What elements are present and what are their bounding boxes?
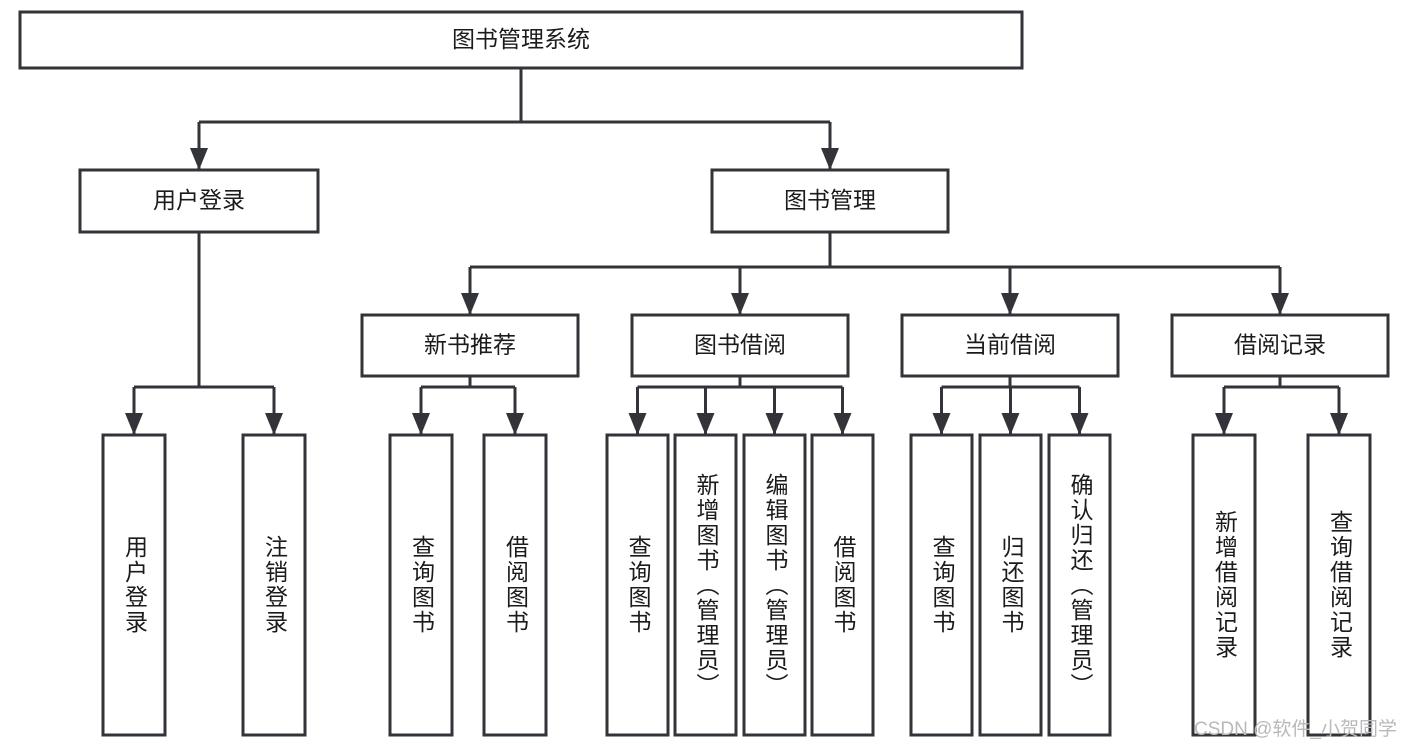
arrow-head-icon: [821, 148, 839, 170]
arrow-head-icon: [696, 413, 715, 435]
arrow-head-icon: [1215, 413, 1233, 435]
node-label-login: 用户登录: [153, 187, 245, 213]
arrow-head-icon: [1001, 293, 1019, 315]
edges-layer: [125, 68, 1348, 435]
arrow-head-icon: [125, 413, 143, 435]
node-label-borrow: 图书借阅: [694, 332, 786, 358]
node-box-leaf-3[interactable]: [388, 433, 454, 737]
node-label-newbook: 新书推荐: [424, 332, 516, 358]
arrow-head-icon: [932, 413, 951, 435]
node-label-record: 借阅记录: [1234, 332, 1326, 358]
node-box-leaf-4[interactable]: [482, 433, 548, 737]
node-box-leaf-1[interactable]: [101, 433, 167, 737]
node-box-leaf-12[interactable]: [1191, 433, 1257, 737]
node-label-current: 当前借阅: [964, 332, 1056, 358]
node-box-record[interactable]: [1170, 313, 1390, 378]
node-box-root[interactable]: [18, 10, 1024, 70]
arrow-head-icon: [628, 413, 647, 435]
node-box-leaf-7[interactable]: [742, 433, 807, 737]
node-box-leaf-11[interactable]: [1047, 433, 1112, 737]
arrow-head-icon: [190, 148, 208, 170]
arrow-head-icon: [1330, 413, 1348, 435]
node-box-leaf-9[interactable]: [909, 433, 974, 737]
arrow-head-icon: [506, 413, 524, 435]
node-box-borrow[interactable]: [630, 313, 850, 378]
node-label-root: 图书管理系统: [452, 26, 590, 52]
node-box-leaf-2[interactable]: [241, 433, 307, 737]
nodes-layer: [18, 10, 1390, 737]
node-box-leaf-8[interactable]: [810, 433, 875, 737]
arrow-head-icon: [1001, 413, 1020, 435]
node-box-current[interactable]: [900, 313, 1120, 378]
node-box-newbook[interactable]: [360, 313, 580, 378]
arrow-head-icon: [765, 413, 784, 435]
node-box-login[interactable]: [78, 168, 320, 234]
arrow-head-icon: [1070, 413, 1089, 435]
node-label-bookmgmt: 图书管理: [784, 187, 876, 213]
node-box-leaf-13[interactable]: [1306, 433, 1372, 737]
arrow-head-icon: [461, 293, 479, 315]
node-box-leaf-10[interactable]: [978, 433, 1043, 737]
arrow-head-icon: [265, 413, 283, 435]
arrow-head-icon: [731, 293, 749, 315]
node-box-bookmgmt[interactable]: [710, 168, 950, 234]
arrow-head-icon: [412, 413, 430, 435]
arrow-head-icon: [833, 413, 852, 435]
node-box-leaf-5[interactable]: [605, 433, 670, 737]
node-box-leaf-6[interactable]: [673, 433, 738, 737]
arrow-head-icon: [1271, 293, 1289, 315]
